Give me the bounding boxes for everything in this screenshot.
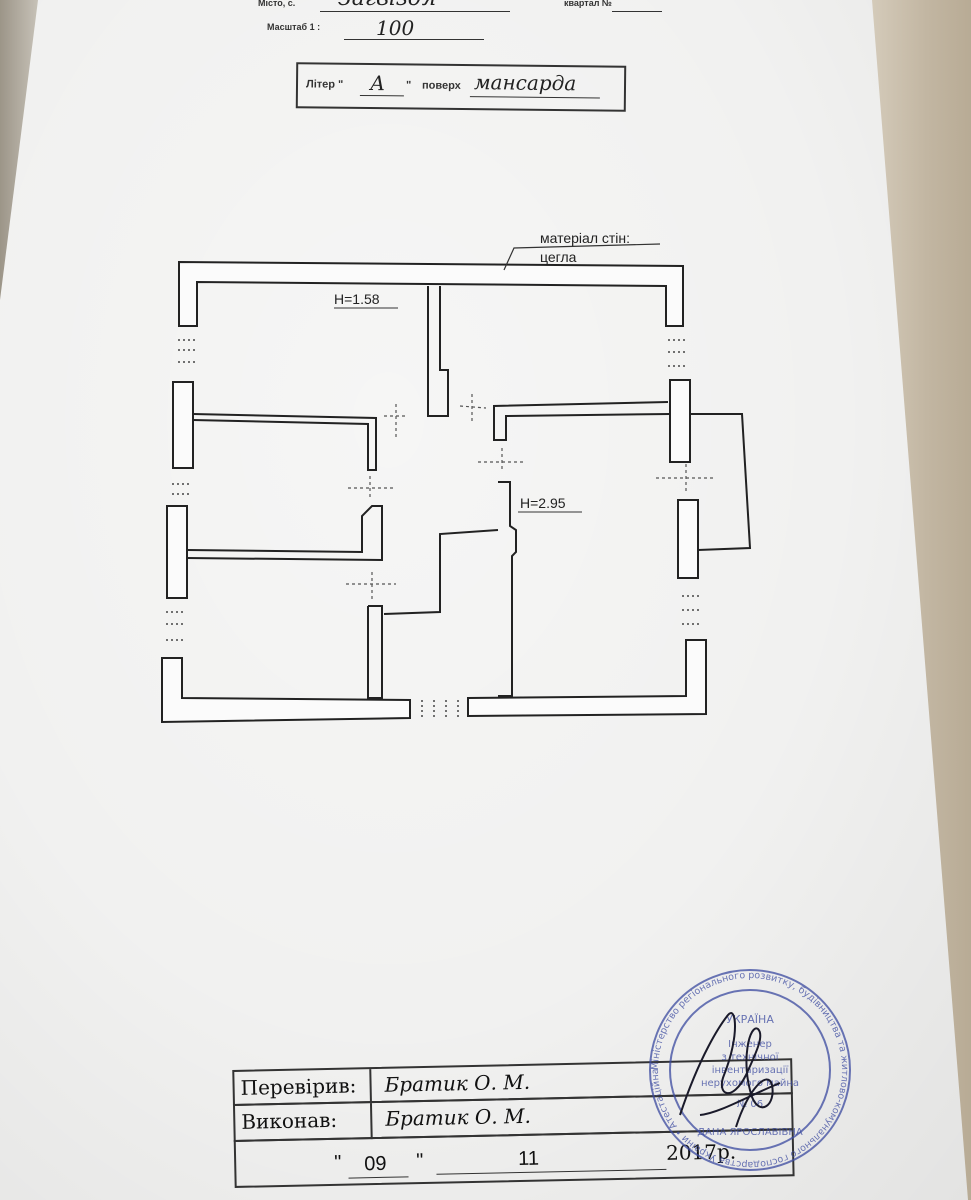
- wall-left-2: [166, 505, 188, 599]
- stamp-role-3: інвентаризації: [712, 1064, 789, 1076]
- wall-left-1: [172, 381, 194, 469]
- scale-label: Масштаб 1 :: [267, 22, 321, 32]
- wall-right-1: [669, 379, 691, 463]
- quarter-underline: [612, 11, 662, 12]
- partition-left-lower: [367, 605, 383, 699]
- balcony-outline: [690, 413, 752, 551]
- date-month: 11: [517, 1147, 540, 1171]
- wall-bottom-left: [161, 657, 411, 724]
- stamp-name: ДАНА ЯРОСЛАВІВНА: [697, 1127, 803, 1138]
- checked-label: Перевірив:: [240, 1073, 357, 1100]
- scale-value: 100: [376, 16, 415, 40]
- wall-material-label: матеріал стін:: [540, 230, 630, 246]
- stamp-role-2: з технічної: [721, 1051, 778, 1063]
- checked-divider: [369, 1069, 372, 1104]
- stamp-country: УКРАЇНА: [726, 1013, 774, 1026]
- city-value: Загвіздя: [338, 0, 436, 11]
- performed-divider: [369, 1103, 373, 1140]
- wall-material-value: цегла: [540, 249, 577, 265]
- performed-value: Братик О. М.: [385, 1103, 532, 1131]
- partition-right-horizontal: [493, 401, 671, 441]
- official-stamp: Міністерство регіонального розвитку, буд…: [640, 965, 851, 1171]
- stamp-cert: № 06: [737, 1099, 763, 1110]
- partition-upper-vertical: [427, 286, 449, 417]
- performed-label: Виконав:: [241, 1107, 338, 1134]
- height-left-label: H=1.58: [334, 291, 380, 307]
- partition-left-horizontal-2: [186, 505, 383, 562]
- wall-top: [178, 260, 684, 327]
- wall-bottom-right: [467, 639, 707, 718]
- partition-center-step: [383, 529, 499, 615]
- city-underline: [320, 11, 510, 12]
- city-label: Місто, с.: [258, 0, 296, 8]
- handwritten-signature: [679, 1012, 781, 1128]
- partition-left-horizontal-1: [192, 413, 377, 471]
- scale-underline: [344, 39, 484, 40]
- height-right-label: H=2.95: [520, 495, 566, 511]
- wall-right-2: [677, 499, 699, 579]
- stamp-role-4: нерухомого майна: [701, 1078, 799, 1089]
- floor-plan: матеріал стін: цегла H=1.58 H=2.95: [161, 230, 752, 724]
- date-day: 09: [364, 1152, 387, 1176]
- stamp-role-1: Інженер: [728, 1039, 772, 1050]
- partition-center-vertical: [498, 481, 517, 697]
- date-day-underline: [348, 1176, 409, 1179]
- date-quote-close: ": [415, 1150, 424, 1173]
- quarter-label: квартал №: [564, 0, 612, 8]
- date-quote-open: ": [333, 1151, 342, 1174]
- date-month-underline: [436, 1168, 667, 1175]
- checked-value: Братик О. М.: [384, 1069, 531, 1097]
